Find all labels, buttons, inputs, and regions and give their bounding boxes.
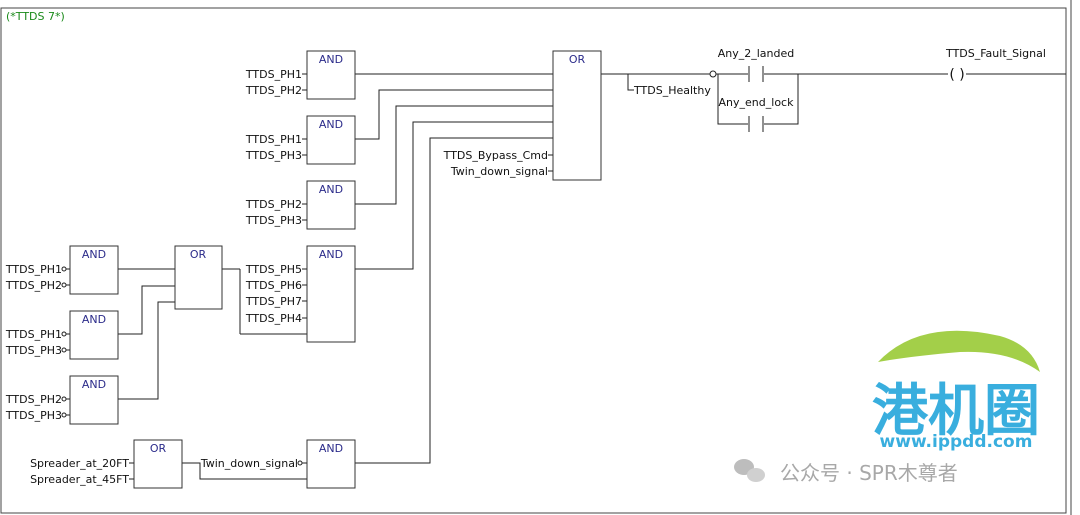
watermark-logo: 港机圈 www.ippdd.com [872,330,1040,452]
healthy-label: TTDS_Healthy [633,84,711,97]
pin-label: TTDS_PH2 [245,84,302,97]
block-title: AND [82,248,106,261]
logo-url: www.ippdd.com [880,432,1033,452]
block-title: AND [319,183,343,196]
or-block-left[interactable]: OR [174,245,223,310]
network-comment: (*TTDS 7*) [6,10,65,23]
pin-label: TTDS_PH7 [245,295,302,308]
block-title: AND [319,118,343,131]
logo-text: 港机圈 [872,379,1040,444]
and-block-1[interactable]: AND TTDS_PH1 TTDS_PH2 [245,50,356,100]
block-title: OR [150,442,167,455]
coil-label: TTDS_Fault_Signal [945,47,1046,60]
block-title: OR [569,53,586,66]
pin-label: Spreader_at_45FT [30,473,129,486]
coil-ttds-fault[interactable]: ( ) TTDS_Fault_Signal [945,47,1046,83]
diagram-frame [0,7,1067,514]
block-title: OR [190,248,207,261]
pin-label: TTDS_PH1 [5,263,62,276]
account-text: 公众号 · SPR木尊者 [780,461,958,485]
pin-label: TTDS_PH1 [5,328,62,341]
wechat-icon [734,459,765,482]
and-block-left-2[interactable]: AND TTDS_PH1 TTDS_PH3 [5,310,119,360]
or-block-spreader[interactable]: OR Spreader_at_20FT Spreader_at_45FT [30,439,183,489]
pin-label: Twin_down_signal [450,165,548,178]
pin-label: TTDS_PH2 [5,393,62,406]
pin-label: TTDS_PH3 [5,344,62,357]
pin-label: Twin_down_signal [200,457,298,470]
coil-symbol: ( ) [949,67,964,83]
and-block-left-3[interactable]: AND TTDS_PH2 TTDS_PH3 [5,375,119,425]
pin-label: TTDS_PH2 [245,198,302,211]
pin-label: TTDS_Bypass_Cmd [443,149,548,162]
block-title: AND [82,378,106,391]
pin-label: TTDS_PH4 [245,312,302,325]
block-title: AND [319,442,343,455]
wires [118,73,1066,480]
and-block-4[interactable]: AND TTDS_PH5 TTDS_PH6 TTDS_PH7 TTDS_PH4 [245,245,356,343]
negation-circle [297,460,303,466]
and-block-5[interactable]: AND Twin_down_signal [200,439,356,489]
contact-any-2-landed[interactable]: Any_2_landed [709,47,795,82]
pin-label: TTDS_PH5 [245,263,302,276]
watermark-account: 公众号 · SPR木尊者 [734,459,958,485]
pin-label: TTDS_PH1 [245,133,302,146]
pin-label: TTDS_PH1 [245,68,302,81]
contact-label: Any_2_landed [718,47,795,60]
pin-label: TTDS_PH6 [245,279,302,292]
pin-label: TTDS_PH3 [245,149,302,162]
pin-label: TTDS_PH3 [245,214,302,227]
contact-any-end-lock[interactable]: Any_end_lock [719,96,795,132]
block-title: AND [319,248,343,261]
contact-label: Any_end_lock [719,96,795,109]
and-block-3[interactable]: AND TTDS_PH2 TTDS_PH3 [245,180,356,230]
pin-label: TTDS_PH3 [5,409,62,422]
or-block-main[interactable]: OR TTDS_Bypass_Cmd Twin_down_signal [443,50,602,181]
pin-label: TTDS_PH2 [5,279,62,292]
and-block-left-1[interactable]: AND TTDS_PH1 TTDS_PH2 [5,245,119,295]
pin-label: Spreader_at_20FT [30,457,129,470]
block-title: AND [82,313,106,326]
block-title: AND [319,53,343,66]
and-block-2[interactable]: AND TTDS_PH1 TTDS_PH3 [245,115,356,165]
